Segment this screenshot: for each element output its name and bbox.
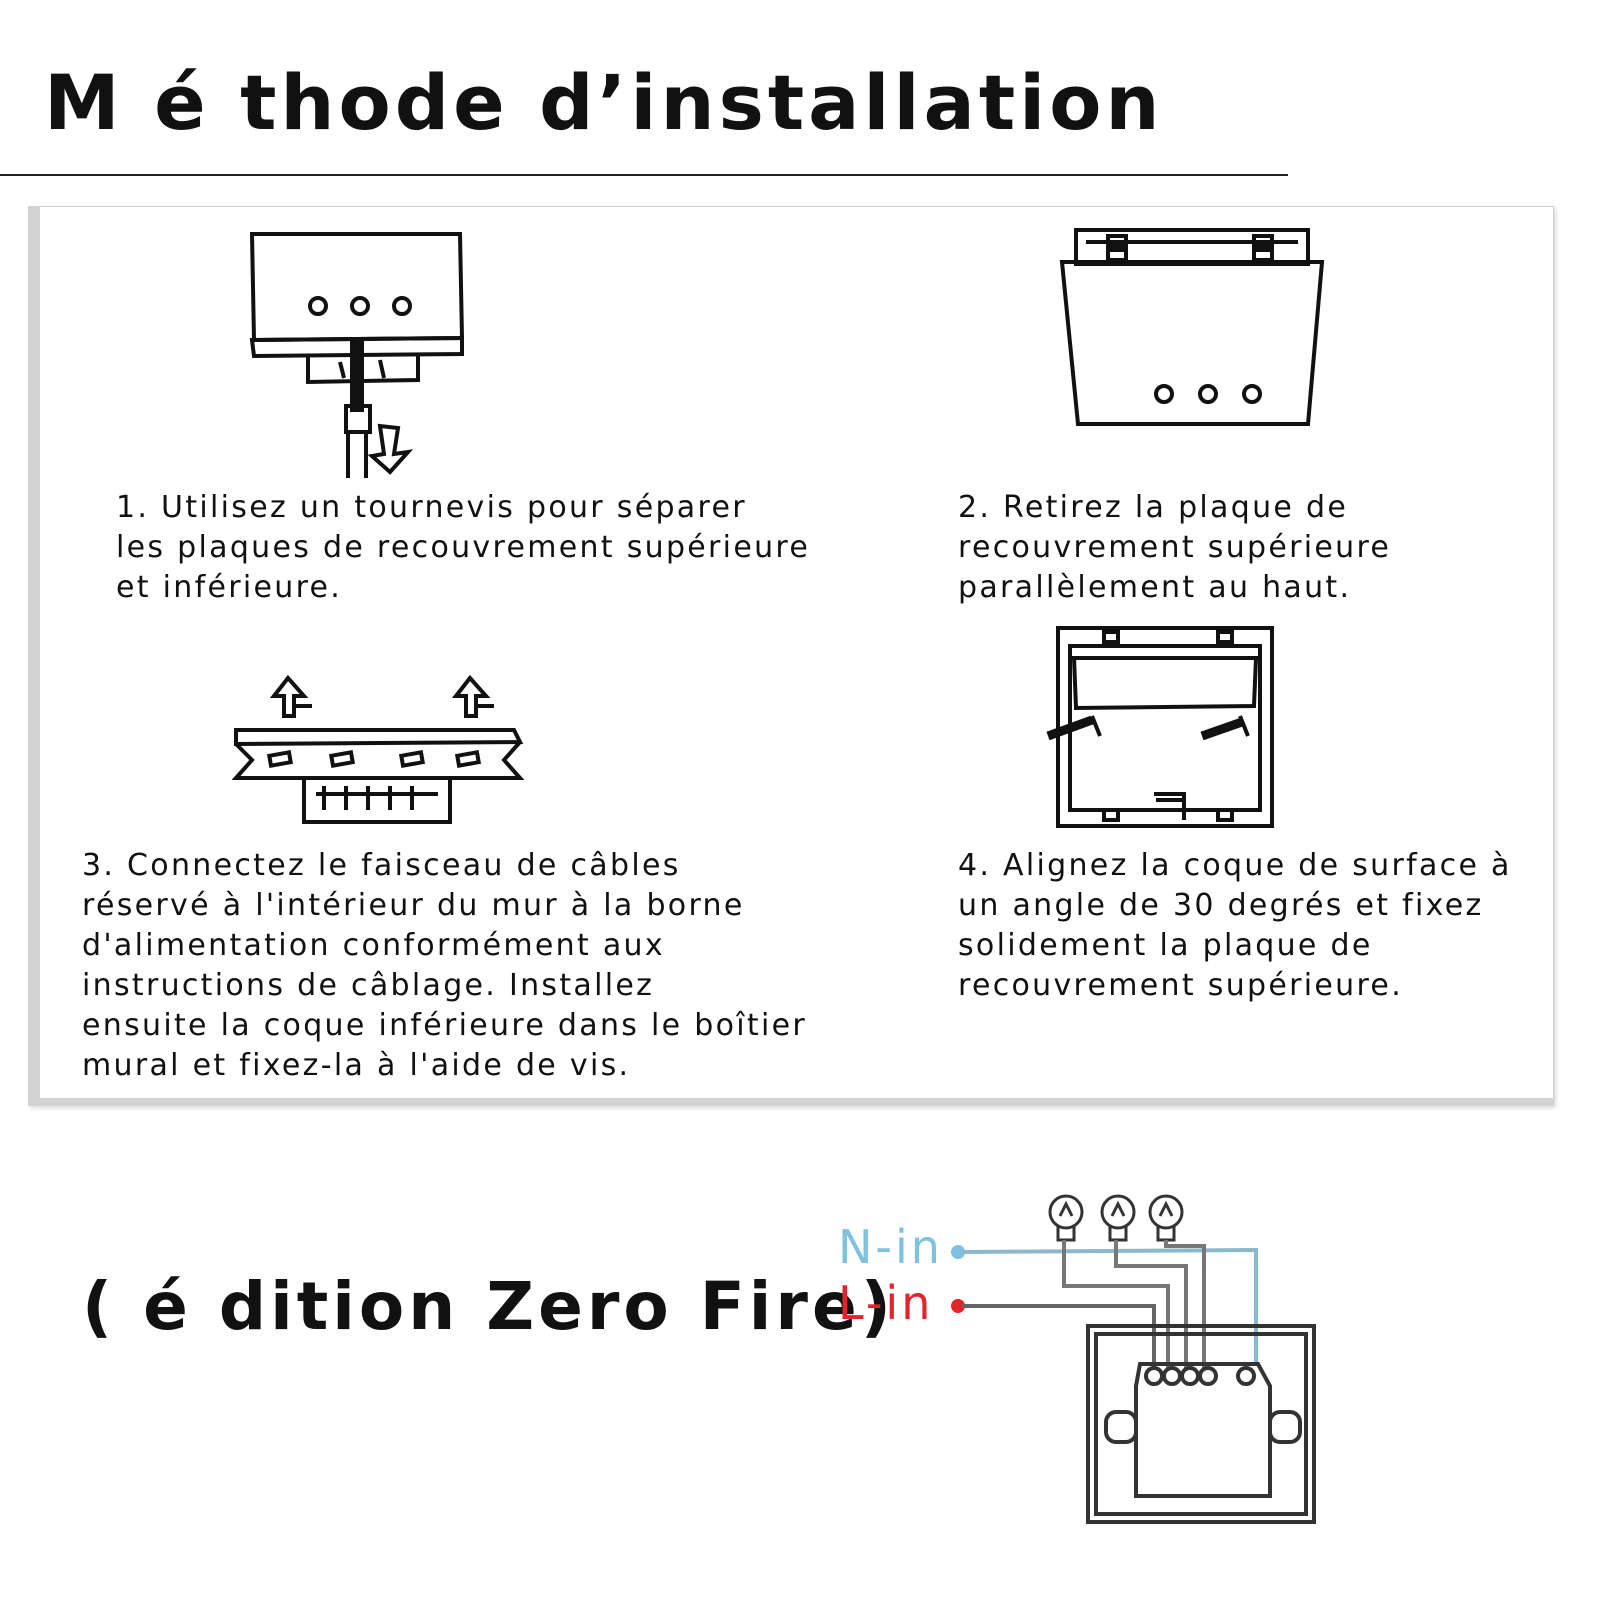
wiring-diagram bbox=[951, 1194, 1316, 1524]
step-4-illustration bbox=[1046, 626, 1274, 828]
live-terminal-dot bbox=[951, 1299, 965, 1313]
step-3-illustration bbox=[232, 674, 525, 824]
step-4-line: un angle de 30 degrés et fixez bbox=[958, 888, 1484, 923]
title-divider bbox=[0, 174, 1288, 176]
step-1-line: les plaques de recouvrement supérieure bbox=[116, 530, 811, 565]
step-2-line: parallèlement au haut. bbox=[958, 570, 1352, 605]
step-3-line: d'alimentation conformément aux bbox=[82, 928, 665, 963]
step-4-text: 4. Alignez la coque de surface à un angl… bbox=[958, 846, 1512, 1006]
live-wire bbox=[962, 1304, 1156, 1368]
edition-label: ( é dition Zero Fire) bbox=[82, 1268, 895, 1345]
step-3-line: 3. Connectez le faisceau de câbles bbox=[82, 848, 681, 883]
step-3-line: réservé à l'intérieur du mur à la borne bbox=[82, 888, 745, 923]
live-in-label: L-in bbox=[838, 1276, 934, 1330]
step-1-line: et inférieure. bbox=[116, 570, 343, 605]
step-3-text: 3. Connectez le faisceau de câbles réser… bbox=[82, 846, 807, 1086]
neutral-terminal-dot bbox=[951, 1245, 965, 1259]
step-2-line: 2. Retirez la plaque de bbox=[958, 490, 1349, 525]
step-1-illustration bbox=[249, 232, 465, 478]
step-1-text: 1. Utilisez un tournevis pour séparer le… bbox=[116, 488, 810, 608]
step-4-line: recouvrement supérieure. bbox=[958, 968, 1404, 1003]
step-2-line: recouvrement supérieure bbox=[958, 530, 1392, 565]
step-4-line: solidement la plaque de bbox=[958, 928, 1373, 963]
step-3-line: instructions de câblage. Installez bbox=[82, 968, 655, 1003]
neutral-in-label: N-in bbox=[838, 1220, 943, 1274]
step-2-text: 2. Retirez la plaque de recouvrement sup… bbox=[958, 488, 1391, 608]
page-title: M é thode d’installation bbox=[44, 58, 1164, 147]
step-3-line: ensuite la coque inférieure dans le boît… bbox=[82, 1008, 807, 1043]
step-1-line: 1. Utilisez un tournevis pour séparer bbox=[116, 490, 747, 525]
step-3-line: mural et fixez-la à l'aide de vis. bbox=[82, 1048, 631, 1083]
step-2-illustration bbox=[1059, 228, 1325, 426]
step-4-line: 4. Alignez la coque de surface à bbox=[958, 848, 1512, 883]
